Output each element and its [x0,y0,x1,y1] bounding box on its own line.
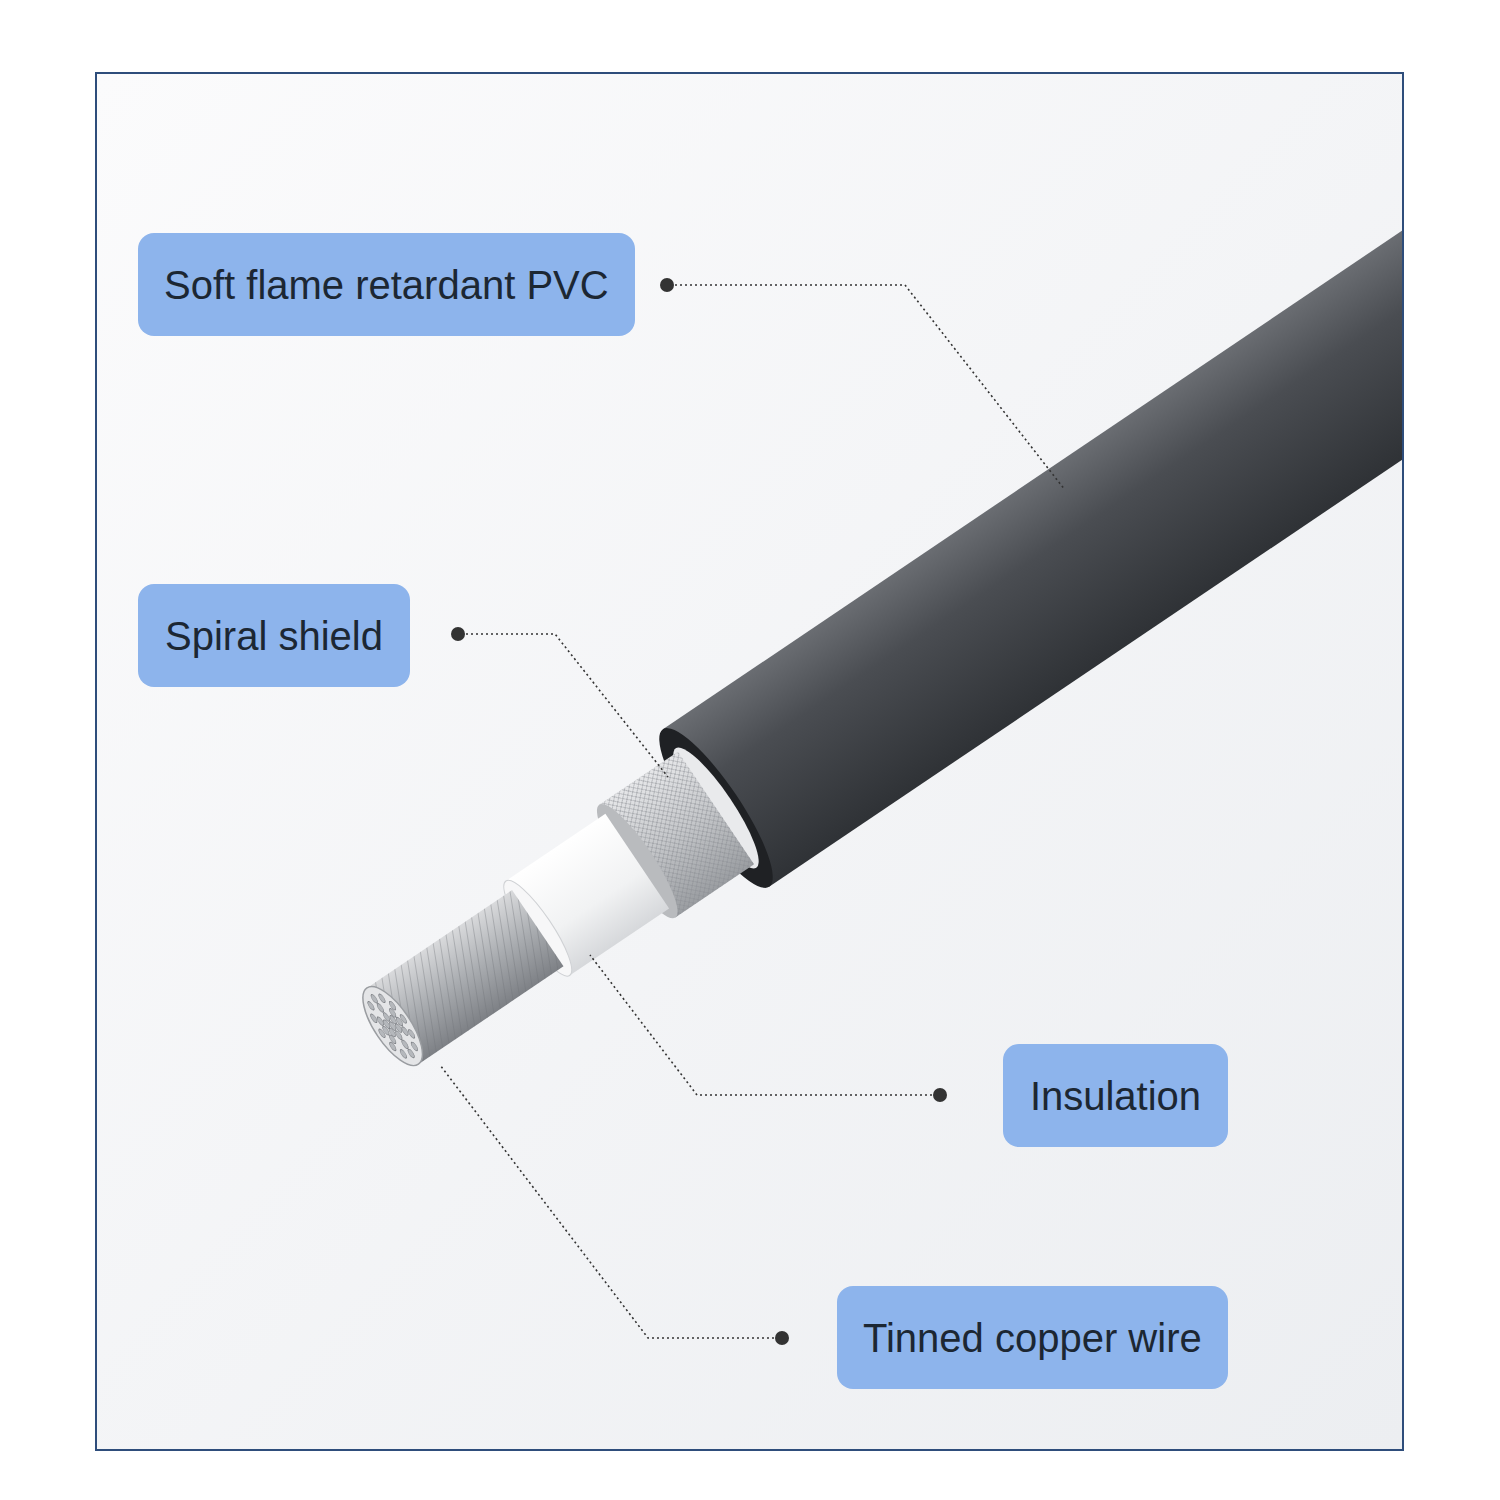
strand-end [399,1014,408,1024]
strand-end [388,1041,397,1051]
leader-line [466,634,668,777]
frame-edge [1402,72,1404,1451]
label-text: Insulation [1030,1074,1201,1118]
strand-end [399,1049,408,1059]
label-text: Spiral shield [165,614,383,658]
frame-edge [95,72,1404,74]
label-box: Soft flame retardant PVC [138,233,635,336]
pvc-jacket [663,114,1500,887]
strand-end [410,1041,419,1051]
strand-ends [359,986,426,1066]
leader-dot [775,1331,789,1345]
strand-end [378,1028,387,1038]
leader-line [440,1065,774,1338]
leader-dot [933,1088,947,1102]
margin [1403,0,1500,1500]
strand-end [407,1048,416,1058]
leader-line [590,955,932,1095]
strand-end [370,993,379,1003]
strand-end [401,1039,410,1049]
conductor-end [352,978,433,1074]
leader-lines [440,285,1065,1338]
leader-dots [451,278,947,1345]
label-box: Insulation [1003,1044,1228,1147]
leader-line [675,285,1065,490]
leader-dot [451,627,465,641]
strand-end [407,1029,416,1039]
strand-end [388,1000,397,1010]
label-text: Tinned copper wire [863,1316,1202,1360]
strand-end [367,1001,376,1011]
strand-end [376,1003,385,1013]
label-text: Soft flame retardant PVC [164,263,609,307]
label-box: Spiral shield [138,584,410,687]
label-box: Tinned copper wire [837,1286,1228,1389]
strand-end [378,993,387,1003]
strand-end [369,1013,378,1023]
margin [0,0,1500,72]
leader-dot [660,278,674,292]
